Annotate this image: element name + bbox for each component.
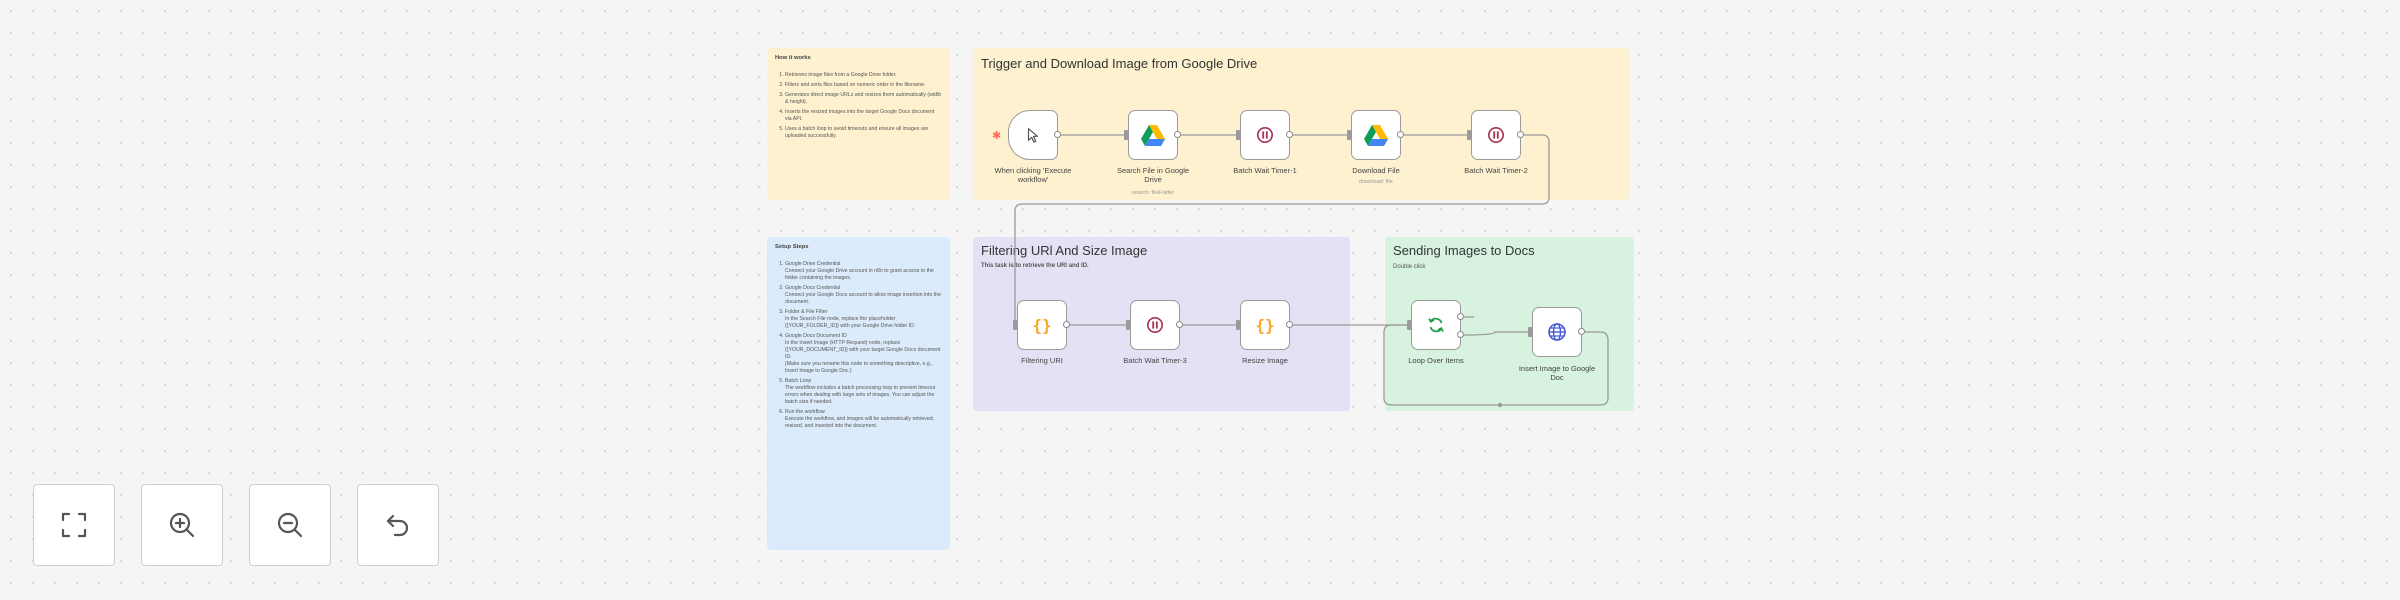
how_it_works-step: Filters and sorts files based on numeric…	[785, 82, 942, 89]
filtering-group-title: Filtering URl And Size Image	[981, 243, 1148, 258]
sending-group[interactable]: Sending Images to Docs Double click	[1385, 237, 1634, 411]
search-file-output-port[interactable]	[1174, 131, 1181, 138]
setup-steps-note[interactable]: Setup Steps Google Drive Credential Conn…	[767, 237, 950, 550]
zoom-out-button[interactable]	[249, 484, 331, 566]
resize-image-input-port[interactable]	[1236, 320, 1240, 330]
insert-image-input-port[interactable]	[1528, 327, 1532, 337]
how_it_works-step: Inserts the resized images into the targ…	[785, 109, 942, 123]
setup_steps-step: Folder & File Filter In the Search File …	[785, 309, 942, 330]
batch-wait-3-label: Batch Wait Timer-3	[1123, 356, 1187, 365]
setup_steps-step: Google Drive Credential Connect your Goo…	[785, 261, 942, 282]
how_it_works-step: Generates direct image URLs and resizes …	[785, 92, 942, 106]
resize-image-node[interactable]: {}	[1240, 300, 1290, 350]
batch-wait-3-input-port[interactable]	[1126, 320, 1130, 330]
batch-wait-3-node[interactable]	[1130, 300, 1180, 350]
batch-wait-1-input-port[interactable]	[1236, 130, 1240, 140]
manual-trigger-label: When clicking 'Execute workflow'	[994, 166, 1072, 184]
filtering-uri-output-port[interactable]	[1063, 321, 1070, 328]
resize-image-label: Resize Image	[1242, 356, 1288, 365]
setup_steps-step: Google Docs Credential Connect your Goog…	[785, 285, 942, 306]
loop-over-items-input-port[interactable]	[1407, 320, 1411, 330]
manual-trigger-node[interactable]	[1008, 110, 1058, 160]
insert-image-label: Insert Image to Google Doc	[1518, 364, 1596, 382]
insert-image-output-port[interactable]	[1578, 328, 1585, 335]
manual-trigger-output-port[interactable]	[1054, 131, 1061, 138]
search-file-input-port[interactable]	[1124, 130, 1128, 140]
batch-wait-2-input-port[interactable]	[1467, 130, 1471, 140]
how-it-works-list: Retrieves image files from a Google Driv…	[775, 72, 942, 140]
batch-wait-1-label: Batch Wait Timer-1	[1233, 166, 1297, 175]
pause-icon	[1487, 126, 1505, 144]
code-braces-icon: {}	[1255, 315, 1275, 335]
fit-view-icon	[61, 512, 87, 538]
trigger-star-icon: ✱	[992, 130, 1002, 142]
search-file-label: Search File in Google Drive	[1116, 166, 1190, 184]
zoom-in-button[interactable]	[141, 484, 223, 566]
setup_steps-step: Run the workflow Execute the workflow, a…	[785, 409, 942, 430]
search-file-sub: search: fileFolder	[1131, 190, 1175, 196]
sending-group-title: Sending Images to Docs	[1393, 243, 1535, 258]
batch-wait-3-output-port[interactable]	[1176, 321, 1183, 328]
wire-loop-insert	[1463, 331, 1530, 336]
loop-over-items-node[interactable]	[1411, 300, 1461, 350]
how_it_works-step: Uses a batch loop to avoid timeouts and …	[785, 126, 942, 140]
batch-wait-2-node[interactable]	[1471, 110, 1521, 160]
undo-icon	[386, 514, 409, 537]
filtering-uri-node[interactable]: {}	[1017, 300, 1067, 350]
setup-steps-list: Google Drive Credential Connect your Goo…	[775, 261, 942, 430]
resize-image-output-port[interactable]	[1286, 321, 1293, 328]
download-file-label: Download File	[1352, 166, 1400, 175]
batch-wait-2-output-port[interactable]	[1517, 131, 1524, 138]
globe-icon	[1548, 323, 1566, 341]
wire-midpoint-dot	[1497, 402, 1503, 408]
loop-over-items-label: Loop Over Items	[1408, 356, 1464, 365]
wire-wait2-filtering	[1014, 134, 1550, 326]
wire-insert-loop	[1383, 324, 1609, 406]
pause-icon	[1146, 316, 1164, 334]
filtering-uri-input-port[interactable]	[1013, 320, 1017, 330]
insert-image-node[interactable]	[1532, 307, 1582, 357]
google-drive-icon	[1141, 125, 1165, 146]
how-it-works-title: How it works	[775, 55, 811, 61]
setup_steps-step: Batch Loop The workflow includes a batch…	[785, 378, 942, 406]
filtering-uri-label: Filtering URI	[1021, 356, 1063, 365]
loop-item-output-port[interactable]	[1457, 331, 1464, 338]
fit-view-button[interactable]	[33, 484, 115, 566]
how_it_works-step: Retrieves image files from a Google Driv…	[785, 72, 942, 79]
search-file-node[interactable]	[1128, 110, 1178, 160]
download-file-input-port[interactable]	[1347, 130, 1351, 140]
batch-wait-1-output-port[interactable]	[1286, 131, 1293, 138]
download-file-output-port[interactable]	[1397, 131, 1404, 138]
filtering-group-subtitle: This task is to retrieve the URl and ID.	[981, 263, 1089, 269]
code-braces-icon: {}	[1032, 315, 1052, 335]
download-file-sub: download: file	[1359, 179, 1393, 185]
zoom-out-icon	[277, 512, 303, 538]
batch-wait-2-label: Batch Wait Timer-2	[1464, 166, 1528, 175]
sending-group-subtitle: Double click	[1393, 264, 1426, 270]
reset-zoom-button[interactable]	[357, 484, 439, 566]
pause-icon	[1256, 126, 1274, 144]
zoom-in-icon	[169, 512, 195, 538]
setup_steps-step: Google Docs Document ID In the Insert Im…	[785, 333, 942, 375]
setup-steps-title: Setup Steps	[775, 244, 809, 250]
loop-icon	[1428, 317, 1444, 333]
batch-wait-1-node[interactable]	[1240, 110, 1290, 160]
how-it-works-note[interactable]: How it works Retrieves image files from …	[767, 48, 950, 200]
download-file-node[interactable]	[1351, 110, 1401, 160]
trigger-group-title: Trigger and Download Image from Google D…	[981, 56, 1258, 71]
google-drive-icon	[1364, 125, 1388, 146]
cursor-icon	[1027, 128, 1039, 143]
loop-done-output-port[interactable]	[1457, 313, 1464, 320]
